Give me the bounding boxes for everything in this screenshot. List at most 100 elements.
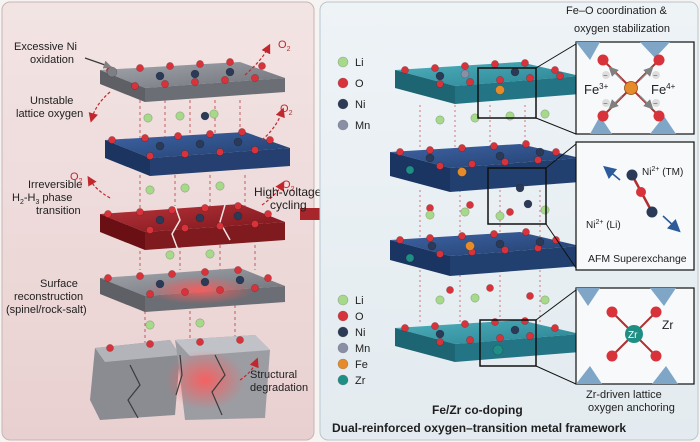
label-surface-2: reconstruction [14, 291, 83, 303]
legend-label-ni: Ni [355, 99, 365, 111]
oxygen-atom [136, 272, 144, 280]
ni-atom [510, 67, 520, 77]
oxygen-atom [521, 317, 529, 325]
label-surface-3: (spinel/rock-salt) [6, 304, 87, 316]
zoom-boxes [477, 67, 547, 367]
label-phase-1: Irreversible [28, 179, 82, 191]
legend-label-li: Li [355, 57, 364, 69]
oxygen-atom [552, 148, 560, 156]
li-atom [145, 320, 155, 330]
oxygen-atom [234, 266, 242, 274]
oxygen-atom [522, 140, 530, 148]
legend-label-fe: Fe [355, 359, 368, 371]
oxygen-atom [226, 58, 234, 66]
oxygen-atom [251, 220, 259, 228]
oxygen-atom [436, 338, 444, 346]
oxygen-atom [106, 344, 114, 352]
oxygen-atom [146, 290, 154, 298]
li-atom [460, 207, 470, 217]
oxygen-atom [264, 210, 272, 218]
afm-ni-tm-label: Ni2+ (TM) [642, 166, 683, 178]
ni-atom [435, 329, 445, 339]
legend-label-ni: Ni [355, 327, 365, 339]
oxygen-atom [401, 66, 409, 74]
ni-atom [233, 137, 243, 147]
ni-atom [155, 215, 165, 225]
ni-atom [535, 147, 545, 157]
inset-fe-o: − − − − Fe3+ Fe4+ [575, 41, 695, 135]
oxygen-atom [490, 230, 498, 238]
oxygen-atom [501, 246, 509, 254]
ni-atom [495, 239, 505, 249]
oxygen-atom [146, 152, 154, 160]
li-atom [180, 183, 190, 193]
o2-label-2: O2 [280, 103, 293, 117]
zr-caption-1: Zr-driven lattice [586, 389, 662, 401]
o2-label-3: O2 [282, 179, 295, 193]
oxygen-atom [396, 236, 404, 244]
right-atoms [396, 59, 564, 356]
legend-swatch-li [337, 56, 349, 68]
li-atom [435, 115, 445, 125]
oxygen-atom [396, 148, 404, 156]
zr-side-label: Zr [662, 318, 673, 332]
oxygen-atom [458, 144, 466, 152]
left-labels: Excessive Ni oxidation Unstable lattice … [6, 41, 308, 394]
oxygen-atom [181, 150, 189, 158]
oxygen-atom [526, 332, 534, 340]
li-atom [165, 250, 175, 260]
ni-atom [425, 153, 435, 163]
oxygen-atom [521, 59, 529, 67]
oxygen-atom [251, 284, 259, 292]
ni-atom [235, 275, 245, 285]
oxygen-atom [556, 72, 564, 80]
oxygen-atom [146, 226, 154, 234]
oxygen-atom [526, 74, 534, 82]
right-slab-3 [390, 232, 580, 276]
fe-title-1: Fe–O coordination & [566, 5, 668, 17]
ni-atom [495, 151, 505, 161]
oxygen-atom [136, 208, 144, 216]
oxygen-atom [258, 62, 266, 70]
fe-atom [457, 167, 467, 177]
li-atom [540, 295, 550, 305]
li-atom [143, 113, 153, 123]
oxygen-atom [446, 286, 454, 294]
oxygen-atom [466, 336, 474, 344]
li-atom [175, 111, 185, 121]
li-atom [505, 111, 515, 121]
fe-atom [495, 85, 505, 95]
oxygen-atom [104, 274, 112, 282]
o2-labels: O2 O2 O2 O2 [70, 39, 295, 193]
ni-atom [427, 241, 437, 251]
oxygen-atom [216, 222, 224, 230]
left-o2-arrows [87, 43, 285, 381]
label-phase-2: H2-H3 phase [12, 192, 72, 206]
li-atom [540, 109, 550, 119]
li-atom [495, 211, 505, 221]
footer-line-1: Fe/Zr co-doping [432, 403, 523, 417]
left-atoms [104, 58, 274, 352]
legend-swatch-o [337, 77, 349, 89]
li-atom [209, 109, 219, 119]
oxygen-atom [168, 270, 176, 278]
oxygen-atom [181, 224, 189, 232]
ni-atom [200, 277, 210, 287]
ni-atom [155, 279, 165, 289]
ni-atom [200, 111, 210, 121]
ni-atom [190, 69, 200, 79]
oxygen-atom [431, 322, 439, 330]
oxygen-atom [436, 80, 444, 88]
oxygen-atom [468, 160, 476, 168]
minus-1: − [603, 71, 608, 80]
oxygen-atom [490, 142, 498, 150]
oxygen-atom [501, 158, 509, 166]
legend-swatch-ni [337, 326, 349, 338]
oxygen-atom [522, 228, 530, 236]
ni-atom [195, 139, 205, 149]
oxygen-atom [551, 66, 559, 74]
oxygen-atom [108, 136, 116, 144]
legend-swatch-zr [337, 374, 349, 386]
oxygen-atom [201, 268, 209, 276]
